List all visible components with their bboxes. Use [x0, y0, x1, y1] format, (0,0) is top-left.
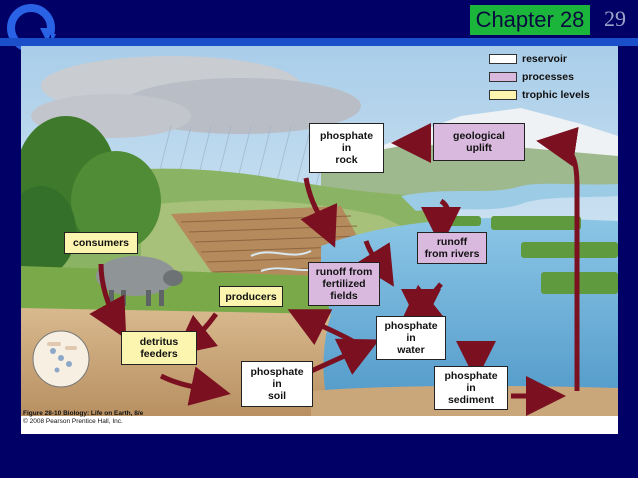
node-phosphate-in-rock: phosphate in rock — [309, 123, 384, 173]
legend-label: trophic levels — [522, 88, 590, 101]
node-line: phosphate — [319, 130, 374, 142]
node-line: in — [466, 382, 476, 394]
figure-caption: Figure 28-10 Biology: Life on Earth, 8/e… — [23, 410, 143, 426]
legend-item-processes: processes — [489, 70, 574, 83]
legend-label: reservoir — [522, 52, 567, 65]
node-line: from rivers — [424, 248, 480, 260]
legend: reservoir processes trophic levels — [489, 50, 617, 102]
node-geological-uplift: geological uplift — [433, 123, 525, 161]
node-line: runoff — [436, 236, 468, 248]
figure-number: Figure 28-10 — [23, 410, 62, 417]
node-runoff-from-fertilized-fields: runoff from fertilized fields — [308, 262, 380, 306]
node-line: consumers — [72, 237, 130, 249]
node-line: feeders — [140, 348, 178, 360]
trophic-swatch — [489, 89, 517, 100]
node-line: rock — [335, 154, 358, 166]
node-line: fields — [330, 290, 358, 302]
node-line: sediment — [447, 394, 495, 406]
node-line: water — [397, 344, 425, 356]
slide-header: Chapter 28 29 — [0, 0, 638, 50]
node-line: soil — [267, 390, 287, 402]
legend-item-reservoir: reservoir — [489, 52, 567, 65]
figure-source: Biology: Life on Earth, 8/e — [63, 410, 144, 417]
node-detritus-feeders: detritus feeders — [121, 331, 197, 365]
node-line: uplift — [466, 142, 492, 154]
node-consumers: consumers — [64, 232, 138, 254]
chapter-label: Chapter 28 — [470, 5, 590, 35]
caption-line-1: Figure 28-10 Biology: Life on Earth, 8/e — [23, 410, 143, 418]
legend-label: processes — [522, 70, 574, 83]
node-phosphate-in-sediment: phosphate in sediment — [434, 366, 508, 410]
node-line: producers — [225, 290, 277, 303]
reservoir-swatch — [489, 53, 517, 64]
legend-item-trophic: trophic levels — [489, 88, 590, 101]
node-phosphate-in-soil: phosphate in soil — [241, 361, 313, 407]
node-phosphate-in-water: phosphate in water — [376, 316, 446, 360]
node-runoff-from-rivers: runoff from rivers — [417, 232, 487, 264]
header-rule — [0, 38, 638, 46]
node-producers: producers — [219, 286, 283, 307]
node-line: phosphate — [444, 370, 498, 382]
node-line: fertilized — [322, 278, 366, 290]
copyright-line: © 2008 Pearson Prentice Hall, Inc. — [23, 418, 123, 425]
node-line: detritus — [139, 336, 179, 348]
node-line: phosphate — [250, 366, 304, 378]
page-number: 29 — [604, 6, 626, 31]
node-line: in — [272, 378, 282, 390]
node-line: in — [341, 142, 352, 154]
node-line: in — [406, 332, 416, 344]
node-line: geological — [453, 130, 505, 142]
node-line: runoff from — [315, 266, 373, 278]
phosphate-cycle-figure: reservoir processes trophic levels phosp… — [21, 46, 618, 434]
process-swatch — [489, 71, 517, 82]
node-line: phosphate — [384, 320, 438, 332]
